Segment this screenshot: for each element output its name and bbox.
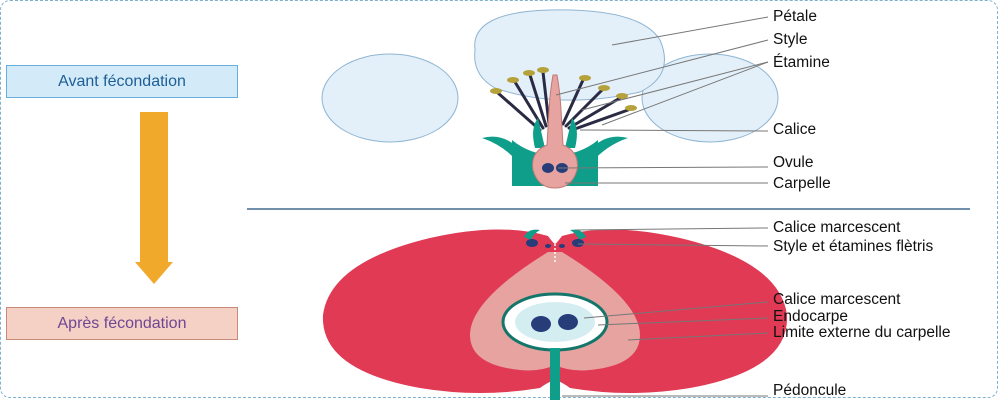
sepal-right (588, 137, 628, 162)
label-style: Style (773, 31, 807, 49)
label-ovule: Ovule (773, 154, 814, 172)
label-withered-calyx: Calice marcescent (773, 219, 901, 237)
label-peduncle: Pédoncule (773, 382, 846, 400)
label-calyx: Calice (773, 121, 816, 139)
label-stamen: Étamine (773, 54, 830, 72)
label-carpel-limit: Limite externe du carpelle (773, 324, 951, 342)
flower-illustration (322, 10, 778, 188)
fruit-cavity (515, 302, 595, 342)
peduncle (550, 348, 560, 400)
label-withered-calyx-2: Calice marcescent (773, 291, 901, 309)
stage-arrow (135, 112, 173, 284)
petal-left (322, 54, 458, 142)
sepal-left (482, 137, 522, 162)
fruit-illustration (323, 229, 787, 400)
label-carpel: Carpelle (773, 175, 831, 193)
label-petal: Pétale (773, 8, 817, 26)
petal-top (475, 10, 665, 100)
label-withered-style-stamens: Style et étamines flètris (773, 238, 933, 256)
